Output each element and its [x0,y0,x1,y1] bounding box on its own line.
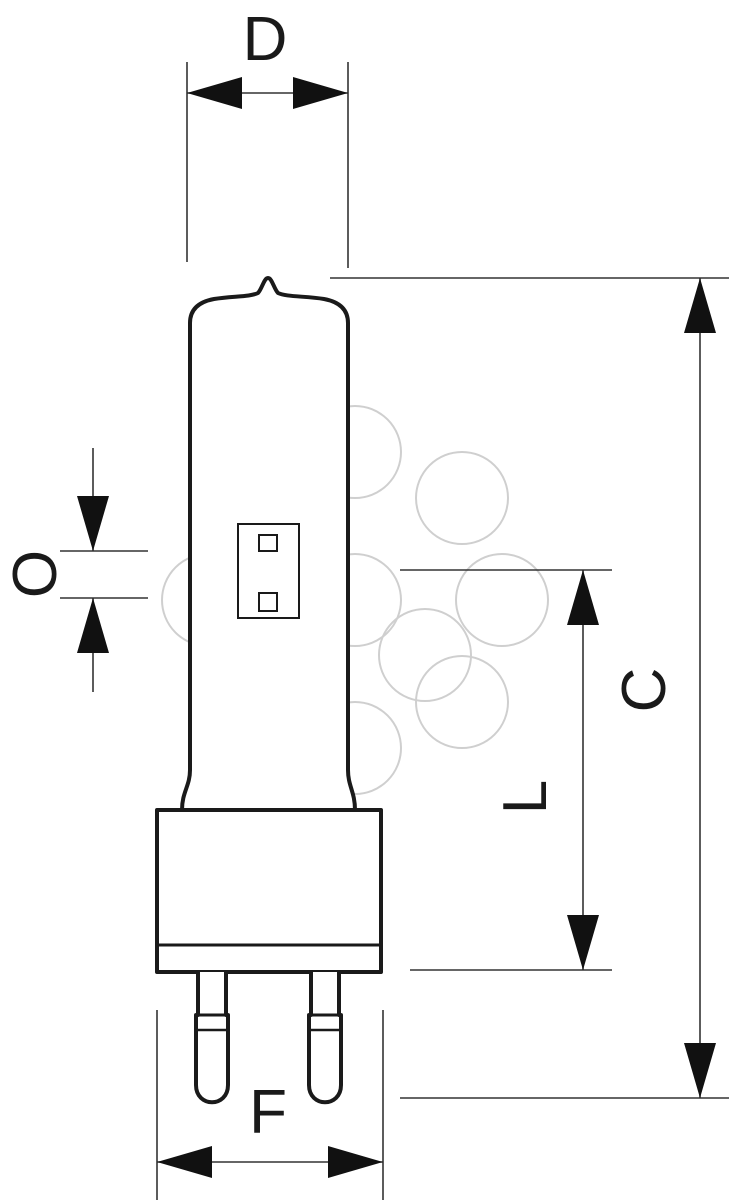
dimension-f: F [156,1010,384,1200]
dimension-o: O [1,448,148,692]
dimension-c: C [330,277,729,1099]
dimension-d: D [186,5,349,268]
label-f: F [249,1078,287,1147]
label-l: L [491,780,560,814]
dimension-l: L [400,569,612,971]
label-c: C [610,668,679,713]
filament [237,523,300,619]
label-d: D [243,5,288,74]
glass-bulb [180,276,357,812]
pins [194,972,343,1105]
label-o: O [1,550,70,598]
lamp-base [155,808,383,974]
